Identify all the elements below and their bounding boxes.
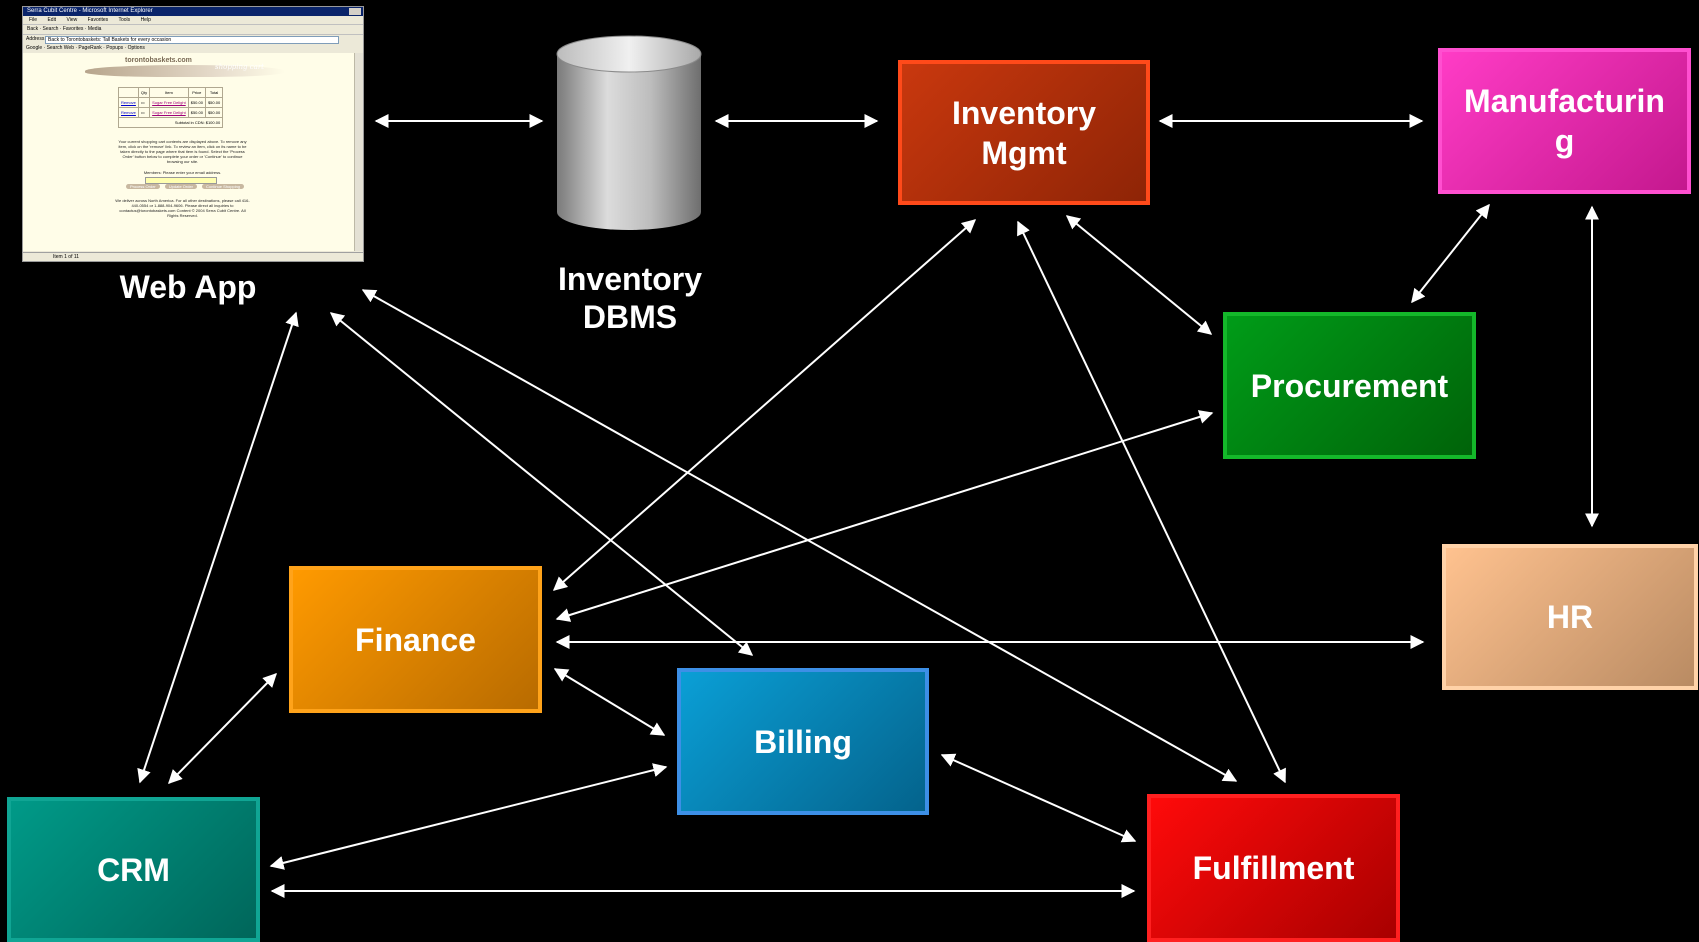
update-order-button: Update Order: [164, 184, 197, 189]
fulfillment-label: Fulfillment: [1192, 850, 1355, 886]
fulfillment-box: Fulfillment: [1147, 794, 1400, 942]
cart-header-row: Qty Item Price Total: [118, 87, 224, 98]
inventory-mgmt-label: Inventory Mgmt: [951, 94, 1097, 171]
arrow-procurement-to-finance: [555, 410, 1214, 622]
browser-toolbar: Back · Search · Favorites · Media: [23, 25, 363, 35]
banner-swoosh: [85, 65, 285, 77]
finance-box: Finance: [289, 566, 542, 713]
site-name: torontobaskets.com: [125, 57, 192, 64]
inventory-mgmt-box: Inventory Mgmt: [898, 60, 1150, 205]
site-banner: torontobaskets.com shopping cart: [85, 57, 285, 79]
billing-box: Billing: [677, 668, 929, 815]
hr-label: HR: [1546, 599, 1594, 635]
arrow-billing-to-fulfillment: [940, 753, 1137, 843]
cart-table: Qty Item Price Total Remove ▭ Sugar Free…: [117, 87, 224, 128]
browser-address-bar: Address Back to Torontobaskets: Tall Bas…: [23, 35, 363, 44]
arrow-manufacturing-to-procurement: [1411, 203, 1490, 304]
browser-scrollbar: [354, 53, 363, 251]
table-row: Remove ▭ Sugar Free Delight $50.00 $50.0…: [118, 97, 224, 108]
menu-tools: Tools: [118, 17, 131, 23]
procurement-box: Procurement: [1223, 312, 1476, 459]
database-icon: [556, 35, 702, 230]
manufacturing-box: Manufacturin g: [1438, 48, 1691, 194]
menu-view: View: [66, 17, 78, 23]
crm-label: CRM: [97, 851, 170, 888]
browser-address-field: Back to Torontobaskets: Tall Baskets for…: [45, 36, 339, 44]
table-row: Remove ▭ Sugar Free Delight $50.00 $50.0…: [118, 107, 224, 118]
inventory-dbms-label: Inventory DBMS: [557, 261, 703, 335]
arrow-web-app-to-fulfillment: [361, 289, 1238, 782]
email-field: [145, 177, 217, 184]
site-footer: We deliver across North America. For all…: [115, 198, 250, 218]
menu-help: Help: [140, 17, 151, 23]
arrow-inventory-mgmt-to-fulfillment: [1017, 220, 1286, 784]
arrow-finance-to-crm: [168, 673, 277, 784]
cart-buttons: Process Order Update Order Continue Shop…: [105, 184, 265, 189]
browser-status-bar: Item 1 of 11: [23, 252, 363, 261]
arrow-billing-to-crm: [269, 763, 668, 870]
shopping-cart-page: torontobaskets.com shopping cart Qty Ite…: [23, 53, 355, 251]
browser-menu-bar: File Edit View Favorites Tools Help: [23, 16, 363, 25]
arrow-web-app-to-crm: [137, 311, 299, 784]
window-controls-icon: [349, 8, 361, 15]
billing-label: Billing: [754, 723, 852, 760]
continue-shopping-button: Continue Shopping: [202, 184, 245, 189]
process-order-button: Process Order: [125, 184, 160, 189]
web-app-screenshot: Serra Cubit Centre - Microsoft Internet …: [22, 6, 364, 262]
crm-box: CRM: [7, 797, 260, 942]
arrow-finance-to-billing: [553, 668, 666, 736]
web-app-label: Web App: [119, 269, 257, 305]
browser-window-title: Serra Cubit Centre - Microsoft Internet …: [27, 8, 153, 14]
cart-subtotal-row: Subtotal in CDN: $100.00: [117, 117, 224, 128]
procurement-label: Procurement: [1250, 367, 1449, 404]
menu-edit: Edit: [47, 17, 57, 23]
finance-label: Finance: [355, 621, 476, 658]
menu-favorites: Favorites: [87, 17, 109, 23]
arrow-inventory-mgmt-to-procurement: [1065, 215, 1213, 335]
cart-instructions: Your current shopping cart contents are …: [118, 139, 247, 164]
shopping-cart-heading: shopping cart: [215, 63, 264, 71]
hr-box: HR: [1442, 544, 1698, 690]
browser-title-bar: Serra Cubit Centre - Microsoft Internet …: [23, 7, 363, 16]
members-prompt: Members: Please enter your email address…: [143, 170, 222, 175]
menu-file: File: [29, 17, 38, 23]
manufacturing-label: Manufacturin g: [1464, 83, 1665, 159]
